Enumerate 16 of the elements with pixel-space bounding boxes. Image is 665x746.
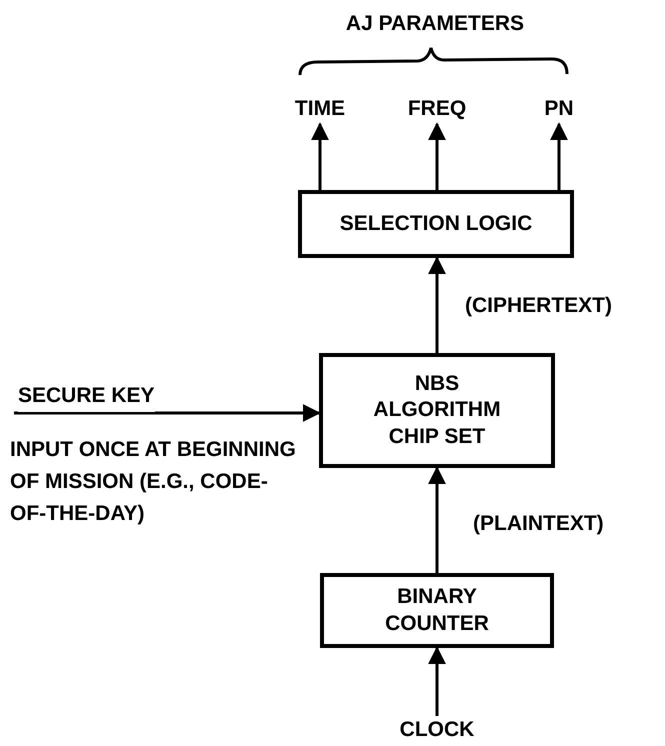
arrow: [428, 646, 446, 716]
process-box: BINARY COUNTER: [320, 573, 554, 648]
arrow: [311, 122, 329, 190]
arrow: [428, 466, 446, 573]
arrow: [14, 404, 321, 422]
node-label: FREQ: [398, 94, 476, 124]
process-box: SELECTION LOGIC: [298, 190, 574, 258]
node-label: CLOCK: [392, 716, 482, 744]
arrow: [550, 122, 568, 190]
note-text: INPUT ONCE AT BEGINNING OF MISSION (E.G., CODE-OF-THE-DAY): [10, 437, 297, 527]
group-label: AJ PARAMETERS: [344, 11, 526, 37]
node-label: TIME: [282, 94, 358, 124]
arrow: [428, 122, 446, 190]
node-label: PN: [538, 94, 580, 124]
arrow: [428, 256, 446, 353]
process-box: NBS ALGORITHM CHIP SET: [319, 353, 555, 468]
